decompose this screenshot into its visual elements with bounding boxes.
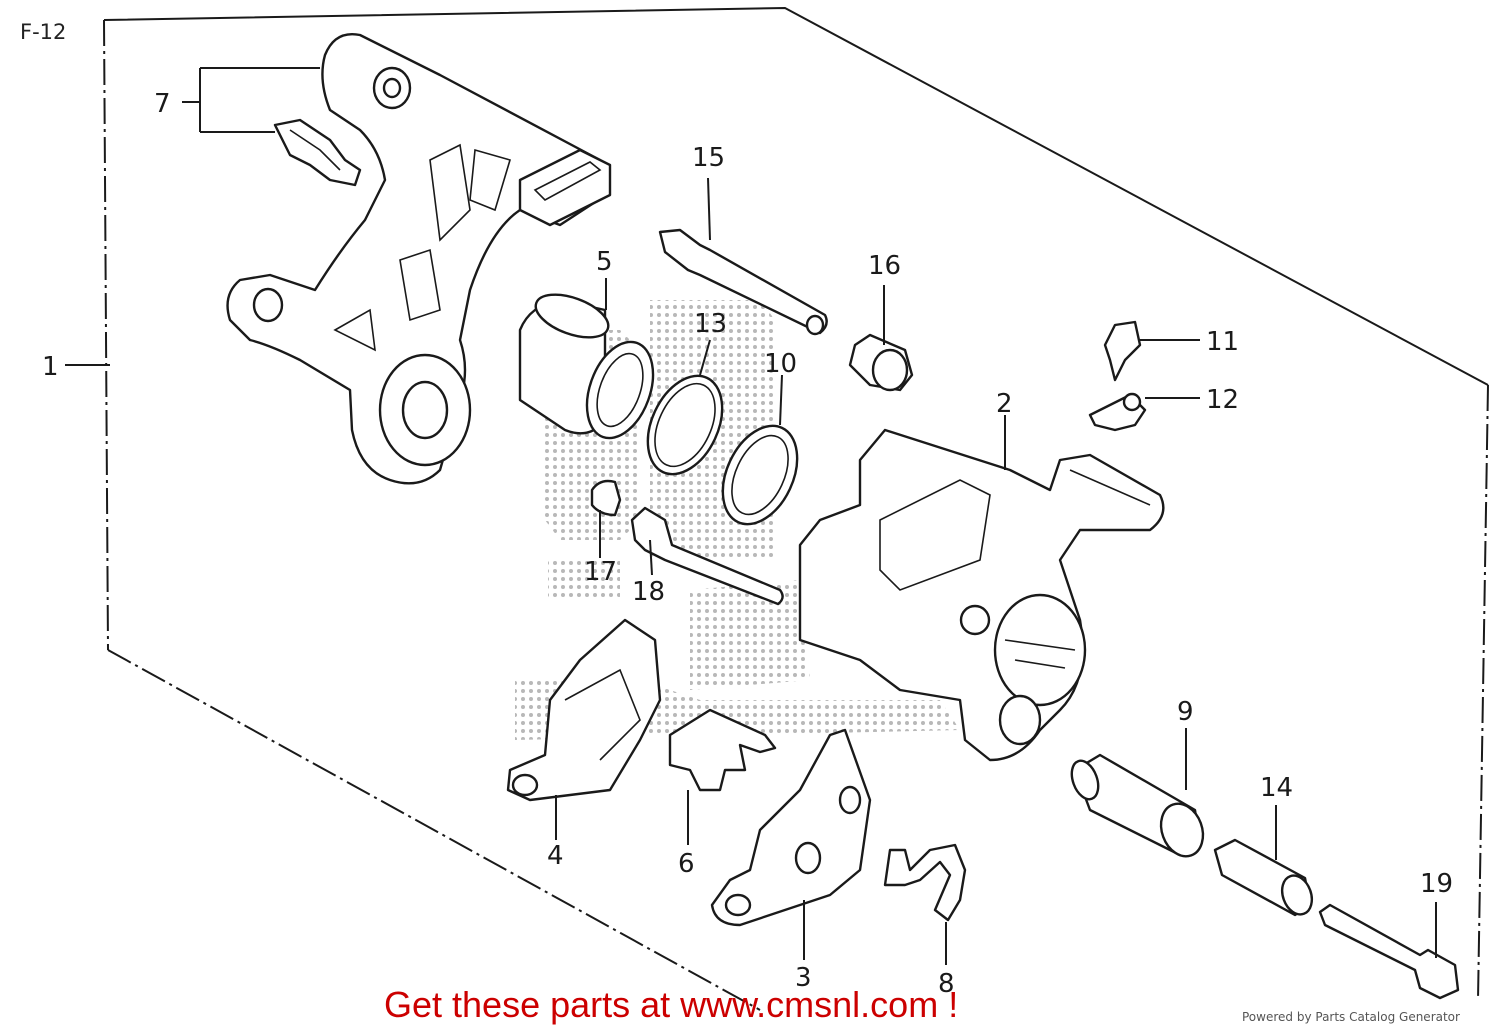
bleeder-cap-part (1088, 392, 1147, 432)
sleeve-part (1070, 753, 1205, 858)
caliper-body-part (798, 428, 1165, 762)
boot-part (848, 333, 914, 392)
callout-8: 8 (938, 969, 955, 999)
callout-7: 7 (154, 89, 171, 119)
caliper-bracket-part (226, 33, 612, 485)
collar-part (1213, 838, 1314, 917)
bleeder-screw-part (1103, 320, 1142, 382)
callout-4: 4 (547, 841, 564, 871)
callout-13: 13 (694, 309, 727, 339)
callout-6: 6 (678, 849, 695, 879)
callout-labels: 1 7 15 5 13 10 16 2 11 12 17 18 4 6 3 8 … (42, 89, 1453, 999)
piston-seal-part (585, 340, 655, 440)
callout-12: 12 (1206, 385, 1239, 415)
callout-19: 19 (1420, 869, 1453, 899)
dust-seal-part (646, 374, 724, 476)
brake-pad-2-part (710, 728, 872, 927)
callout-3: 3 (795, 963, 812, 993)
bolt-part (1318, 903, 1460, 1000)
page-label: F-12 (20, 20, 67, 44)
slide-pin-part (630, 506, 784, 606)
plug-part (590, 479, 622, 517)
pin-bolt-part (658, 228, 828, 336)
callout-2: 2 (996, 389, 1013, 419)
powered-by-text: Powered by Parts Catalog Generator (1242, 1010, 1460, 1024)
callout-15: 15 (692, 143, 725, 173)
assembly-frame (103, 6, 1489, 1011)
callout-17: 17 (584, 557, 617, 587)
callout-5: 5 (596, 247, 613, 277)
get-parts-link-text[interactable]: Get these parts at www.cmsnl.com ! (384, 984, 959, 1025)
brake-pad-part (506, 618, 662, 802)
ring-seal-part (721, 424, 799, 526)
callout-16: 16 (868, 251, 901, 281)
callout-1: 1 (42, 352, 59, 382)
callout-18: 18 (632, 577, 665, 607)
callout-9: 9 (1177, 697, 1194, 727)
leader-lines (65, 67, 1437, 965)
callout-14: 14 (1260, 773, 1293, 803)
callout-11: 11 (1206, 327, 1239, 357)
callout-10: 10 (764, 349, 797, 379)
pad-spring-clip-part (273, 118, 362, 187)
pad-spring-part (668, 708, 777, 792)
pad-retainer-part (883, 843, 967, 922)
